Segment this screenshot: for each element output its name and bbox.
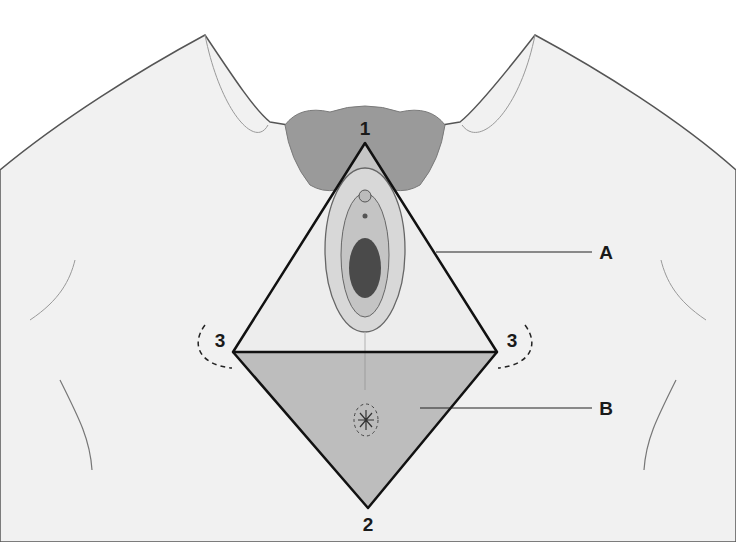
gluteal-line <box>661 260 706 320</box>
callout-number: 3 <box>213 330 228 351</box>
ischial-tuberosity <box>498 325 532 368</box>
urogenital-triangle <box>233 143 497 352</box>
thigh-line <box>462 35 535 132</box>
triangle-outline <box>233 352 497 508</box>
gluteal-line <box>60 380 92 470</box>
region-letter: A <box>597 242 615 263</box>
labia-minora <box>341 193 389 317</box>
gluteal-line <box>30 260 75 320</box>
thigh-line <box>205 35 268 132</box>
leader-line <box>420 407 592 408</box>
clitoris <box>359 190 371 202</box>
gluteal-line <box>644 380 676 470</box>
body-outline <box>0 35 736 542</box>
triangle-outline <box>233 143 497 352</box>
callout-number: 2 <box>361 514 376 535</box>
region-letter: B <box>597 398 615 419</box>
callout-number: 1 <box>358 118 373 139</box>
anus <box>358 410 374 430</box>
vaginal-opening <box>349 238 381 298</box>
callout-number: 3 <box>505 330 520 351</box>
ischial-tuberosity <box>198 325 232 368</box>
urethral-opening <box>363 214 368 219</box>
anal-triangle <box>233 352 497 508</box>
anus-outline <box>354 404 378 436</box>
leader-line <box>436 251 592 252</box>
labia-majora <box>325 168 405 332</box>
